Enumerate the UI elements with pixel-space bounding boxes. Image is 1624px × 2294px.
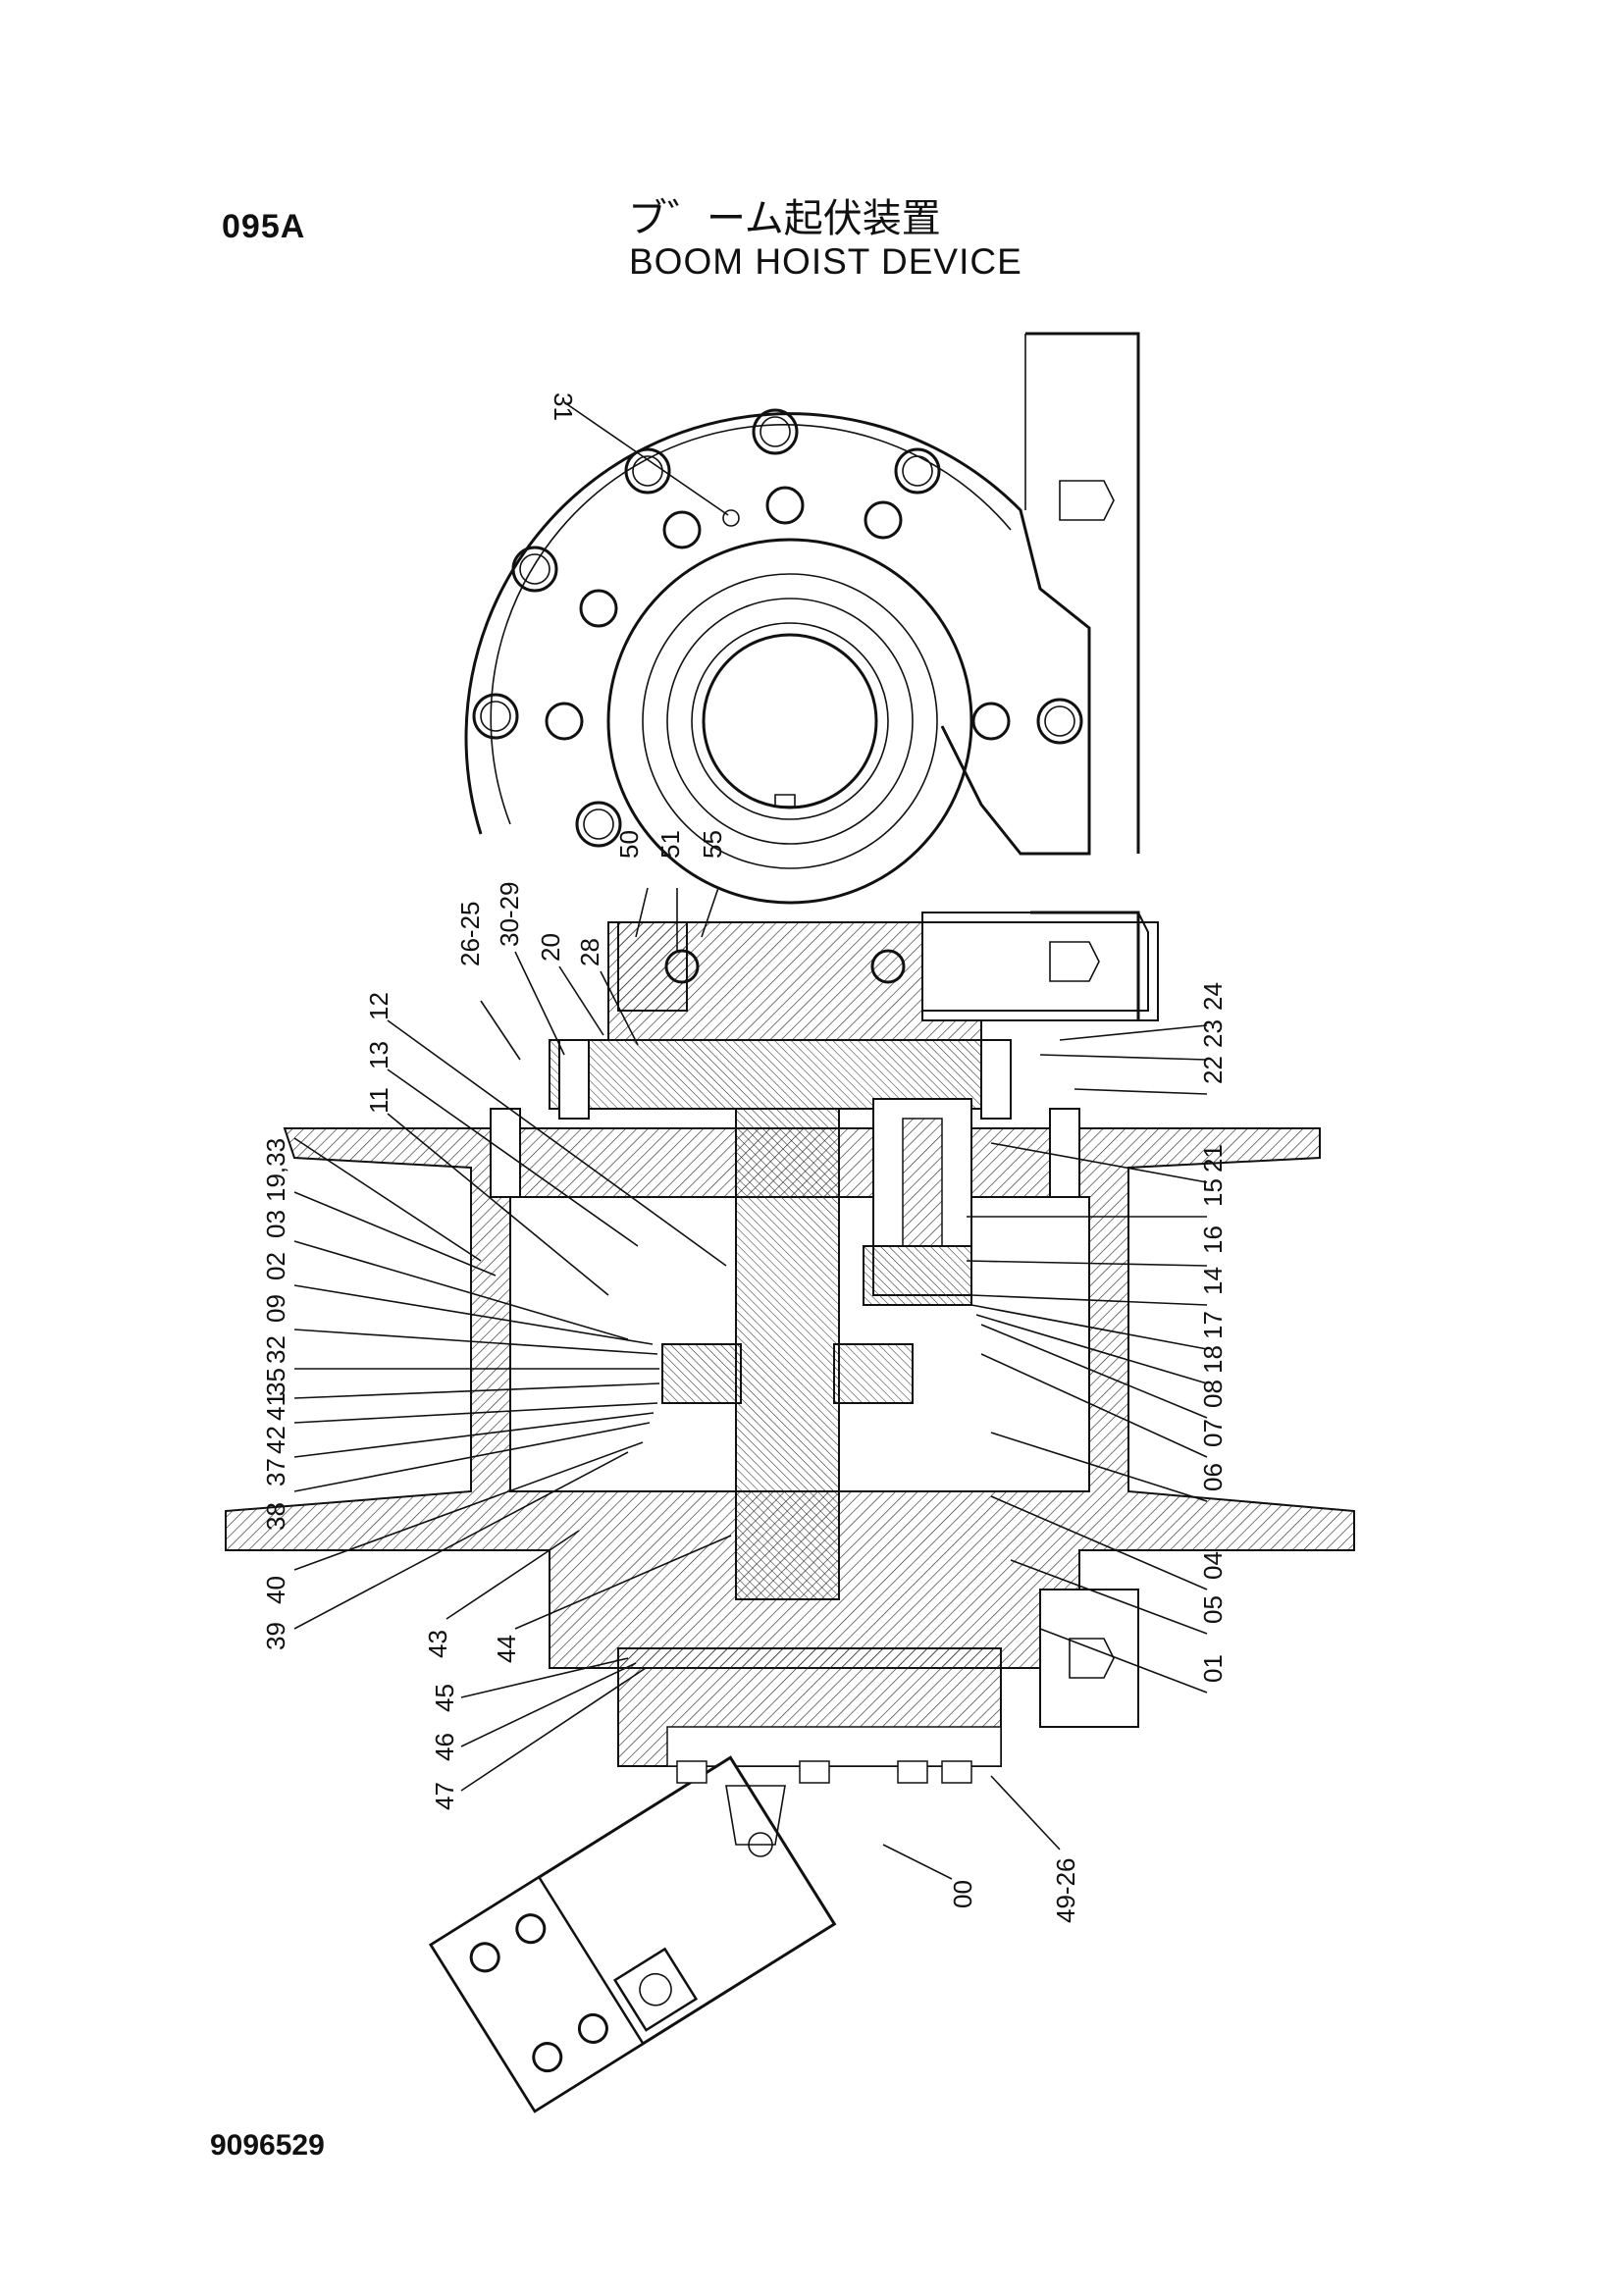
callout-31: 31 bbox=[549, 392, 578, 421]
callout-43: 43 bbox=[423, 1630, 452, 1658]
title-english: BOOM HOIST DEVICE bbox=[629, 241, 1022, 282]
callout-labels: 31 50 51 55 26-25 30-29 20 28 12 13 11 1… bbox=[261, 392, 1228, 1923]
leader-lines bbox=[293, 401, 1208, 1880]
callout-13: 13 bbox=[364, 1041, 393, 1069]
end-view bbox=[464, 332, 1140, 905]
callout-37: 37 bbox=[261, 1458, 290, 1486]
callout-12: 12 bbox=[364, 992, 393, 1020]
callout-55: 55 bbox=[698, 830, 727, 859]
callout-03: 03 bbox=[261, 1210, 290, 1238]
callout-08: 08 bbox=[1198, 1380, 1228, 1408]
callout-41: 41 bbox=[261, 1392, 290, 1421]
callout-24: 24 bbox=[1198, 982, 1228, 1011]
callout-44: 44 bbox=[492, 1635, 521, 1663]
callout-01: 01 bbox=[1198, 1654, 1228, 1683]
callout-11: 11 bbox=[364, 1087, 393, 1114]
callout-42: 42 bbox=[261, 1426, 290, 1454]
callout-06: 06 bbox=[1198, 1463, 1228, 1491]
callout-04: 04 bbox=[1198, 1551, 1228, 1580]
callout-39: 39 bbox=[261, 1622, 290, 1650]
callout-30-29: 30-29 bbox=[495, 882, 524, 948]
callout-38: 38 bbox=[261, 1502, 290, 1531]
callout-47: 47 bbox=[430, 1782, 459, 1810]
callout-49-26: 49-26 bbox=[1051, 1858, 1080, 1924]
callout-32: 32 bbox=[261, 1335, 290, 1364]
callout-15: 15 bbox=[1198, 1178, 1228, 1207]
callout-28: 28 bbox=[575, 938, 604, 966]
callout-35: 35 bbox=[261, 1368, 290, 1396]
callout-17: 17 bbox=[1198, 1311, 1228, 1339]
callout-19-33: 19,33 bbox=[261, 1138, 290, 1202]
callout-05: 05 bbox=[1198, 1595, 1228, 1624]
callout-46: 46 bbox=[430, 1733, 459, 1761]
callout-07: 07 bbox=[1198, 1419, 1228, 1447]
title-japanese: ブ゛ーム起伏装置 bbox=[628, 196, 941, 241]
flange-bolts bbox=[472, 408, 1083, 848]
callout-18: 18 bbox=[1198, 1345, 1228, 1374]
callout-14: 14 bbox=[1198, 1267, 1228, 1295]
callout-02: 02 bbox=[261, 1252, 290, 1280]
callout-20: 20 bbox=[536, 933, 565, 962]
section-view bbox=[225, 911, 1355, 2113]
callout-00: 00 bbox=[948, 1880, 977, 1908]
callout-40: 40 bbox=[261, 1576, 290, 1604]
callout-09: 09 bbox=[261, 1294, 290, 1323]
page-code: 095A bbox=[222, 208, 306, 245]
callout-21: 21 bbox=[1198, 1144, 1228, 1173]
callout-23: 23 bbox=[1198, 1019, 1228, 1048]
drawing-number: 9096529 bbox=[210, 2129, 325, 2162]
callout-51: 51 bbox=[655, 830, 685, 859]
callout-16: 16 bbox=[1198, 1225, 1228, 1254]
callout-45: 45 bbox=[430, 1684, 459, 1712]
callout-22: 22 bbox=[1198, 1056, 1228, 1084]
callout-50: 50 bbox=[614, 830, 644, 859]
callout-26-25: 26-25 bbox=[455, 902, 485, 967]
